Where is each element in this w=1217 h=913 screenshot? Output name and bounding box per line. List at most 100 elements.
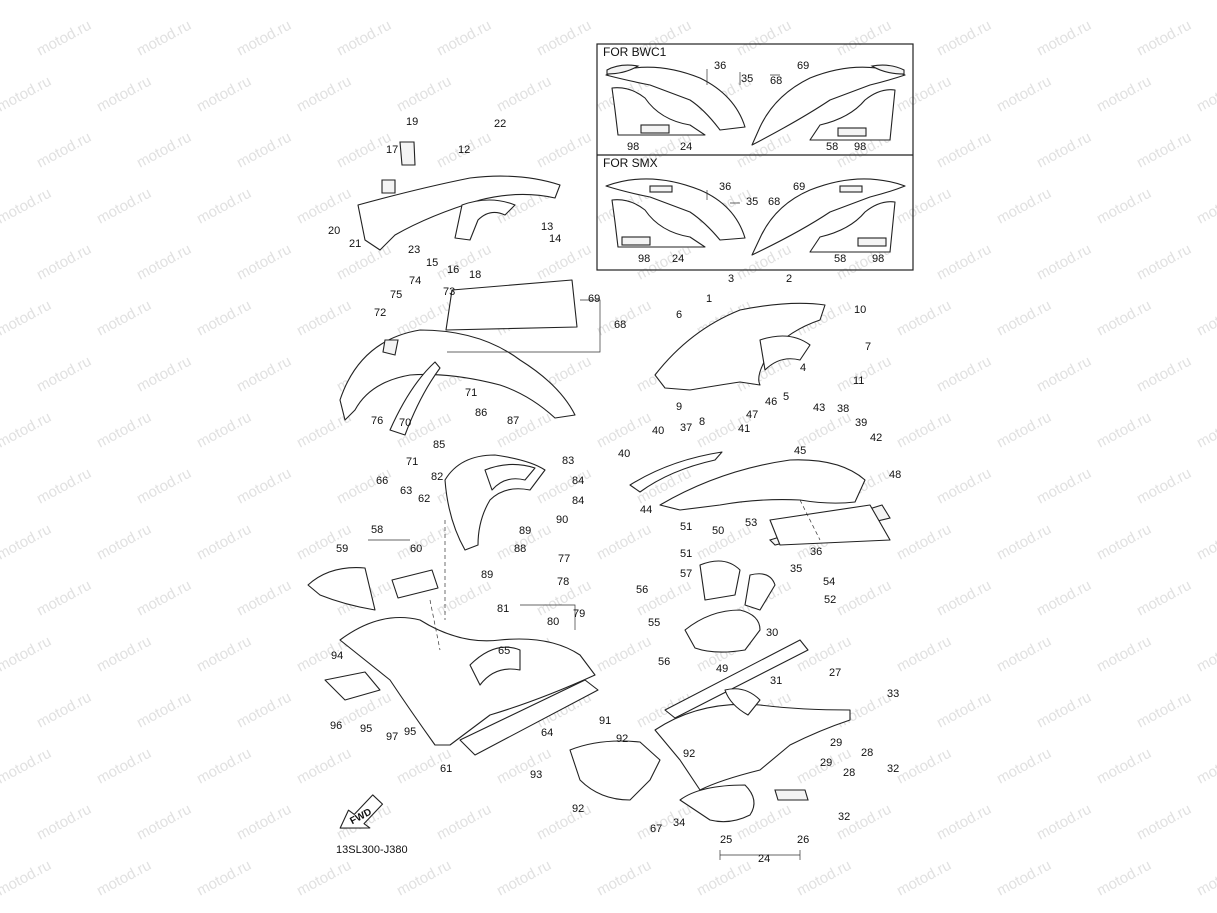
watermark-text: motod.ru: [1194, 745, 1217, 788]
watermark-text: motod.ru: [1194, 73, 1217, 116]
watermark-text: motod.ru: [0, 745, 54, 788]
callout-32: 32: [887, 763, 899, 775]
callout-5: 5: [783, 391, 789, 403]
callout-89: 89: [519, 525, 531, 537]
callout-84: 84: [572, 475, 584, 487]
callout-54: 54: [823, 576, 835, 588]
callout-51: 51: [680, 521, 692, 533]
callout-61: 61: [440, 763, 452, 775]
watermark-text: motod.ru: [34, 17, 94, 60]
callout-89: 89: [481, 569, 493, 581]
watermark-text: motod.ru: [94, 745, 154, 788]
callout-83: 83: [562, 455, 574, 467]
callout-59: 59: [336, 543, 348, 555]
callout-19: 19: [406, 116, 418, 128]
callout-37: 37: [680, 422, 692, 434]
watermark-text: motod.ru: [194, 0, 254, 4]
watermark-text: motod.ru: [534, 241, 594, 284]
callout-18: 18: [469, 269, 481, 281]
watermark-text: motod.ru: [294, 73, 354, 116]
watermark-text: motod.ru: [494, 73, 554, 116]
callout-21: 21: [349, 238, 361, 250]
watermark-text: motod.ru: [94, 73, 154, 116]
watermark-text: motod.ru: [594, 857, 654, 900]
watermark-text: motod.ru: [694, 857, 754, 900]
callout-69: 69: [793, 181, 805, 193]
watermark-text: motod.ru: [534, 17, 594, 60]
watermark-text: motod.ru: [1034, 801, 1094, 844]
watermark-text: motod.ru: [94, 633, 154, 676]
watermark-text: motod.ru: [694, 0, 754, 4]
watermark-text: motod.ru: [994, 745, 1054, 788]
watermark-text: motod.ru: [1034, 241, 1094, 284]
inner-panel: [444, 454, 546, 551]
watermark-text: motod.ru: [794, 0, 854, 4]
watermark-text: motod.ru: [0, 0, 54, 4]
callout-53: 53: [745, 517, 757, 529]
watermark-text: motod.ru: [34, 129, 94, 172]
watermark-text: motod.ru: [194, 745, 254, 788]
callout-70: 70: [399, 417, 411, 429]
watermark-text: motod.ru: [994, 521, 1054, 564]
watermark-text: motod.ru: [1094, 745, 1154, 788]
callout-80: 80: [547, 616, 559, 628]
watermark-text: motod.ru: [134, 465, 194, 508]
watermark-text: motod.ru: [94, 857, 154, 900]
callout-71: 71: [406, 456, 418, 468]
watermark-text: motod.ru: [1134, 801, 1194, 844]
watermark-text: motod.ru: [934, 465, 994, 508]
watermark-text: motod.ru: [594, 409, 654, 452]
watermark-text: motod.ru: [934, 241, 994, 284]
watermark-text: motod.ru: [34, 801, 94, 844]
callout-69: 69: [588, 293, 600, 305]
watermark-text: motod.ru: [1194, 409, 1217, 452]
callout-24: 24: [672, 253, 684, 265]
callout-48: 48: [889, 469, 901, 481]
watermark-text: motod.ru: [1094, 633, 1154, 676]
callout-28: 28: [861, 747, 873, 759]
callout-15: 15: [426, 257, 438, 269]
watermark-text: motod.ru: [1134, 465, 1194, 508]
watermark-text: motod.ru: [94, 0, 154, 4]
callout-44: 44: [640, 504, 652, 516]
callout-82: 82: [431, 471, 443, 483]
callout-numbers: 1234567891011121314151617181920212223272…: [328, 60, 901, 865]
watermark-text: motod.ru: [994, 0, 1054, 4]
watermark-text: motod.ru: [1134, 129, 1194, 172]
callout-29: 29: [820, 757, 832, 769]
callout-95: 95: [360, 723, 372, 735]
watermark-text: motod.ru: [494, 409, 554, 452]
callout-36: 36: [719, 181, 731, 193]
watermark-text: motod.ru: [894, 409, 954, 452]
callout-55: 55: [648, 617, 660, 629]
callout-68: 68: [768, 196, 780, 208]
watermark-text: motod.ru: [794, 857, 854, 900]
watermark-text: motod.ru: [194, 409, 254, 452]
watermark-text: motod.ru: [194, 521, 254, 564]
watermark-text: motod.ru: [0, 297, 54, 340]
watermark-text: motod.ru: [894, 857, 954, 900]
watermark-text: motod.ru: [834, 17, 894, 60]
callout-58: 58: [834, 253, 846, 265]
callout-74: 74: [409, 275, 421, 287]
watermark-text: motod.ru: [994, 297, 1054, 340]
callout-7: 7: [865, 341, 871, 353]
callout-79: 79: [573, 608, 585, 620]
watermark-text: motod.ru: [234, 17, 294, 60]
callout-10: 10: [854, 304, 866, 316]
watermark-text: motod.ru: [594, 521, 654, 564]
watermark-text: motod.ru: [134, 577, 194, 620]
callout-88: 88: [514, 543, 526, 555]
right-side-cowling: [654, 302, 826, 391]
watermark-text: motod.ru: [794, 633, 854, 676]
callout-25: 25: [720, 834, 732, 846]
callout-98: 98: [854, 141, 866, 153]
watermark-text: motod.ru: [934, 353, 994, 396]
callout-6: 6: [676, 309, 682, 321]
watermark-text: motod.ru: [1094, 73, 1154, 116]
callout-56: 56: [658, 656, 670, 668]
callout-68: 68: [614, 319, 626, 331]
callout-92: 92: [572, 803, 584, 815]
callout-8: 8: [699, 416, 705, 428]
callout-86: 86: [475, 407, 487, 419]
